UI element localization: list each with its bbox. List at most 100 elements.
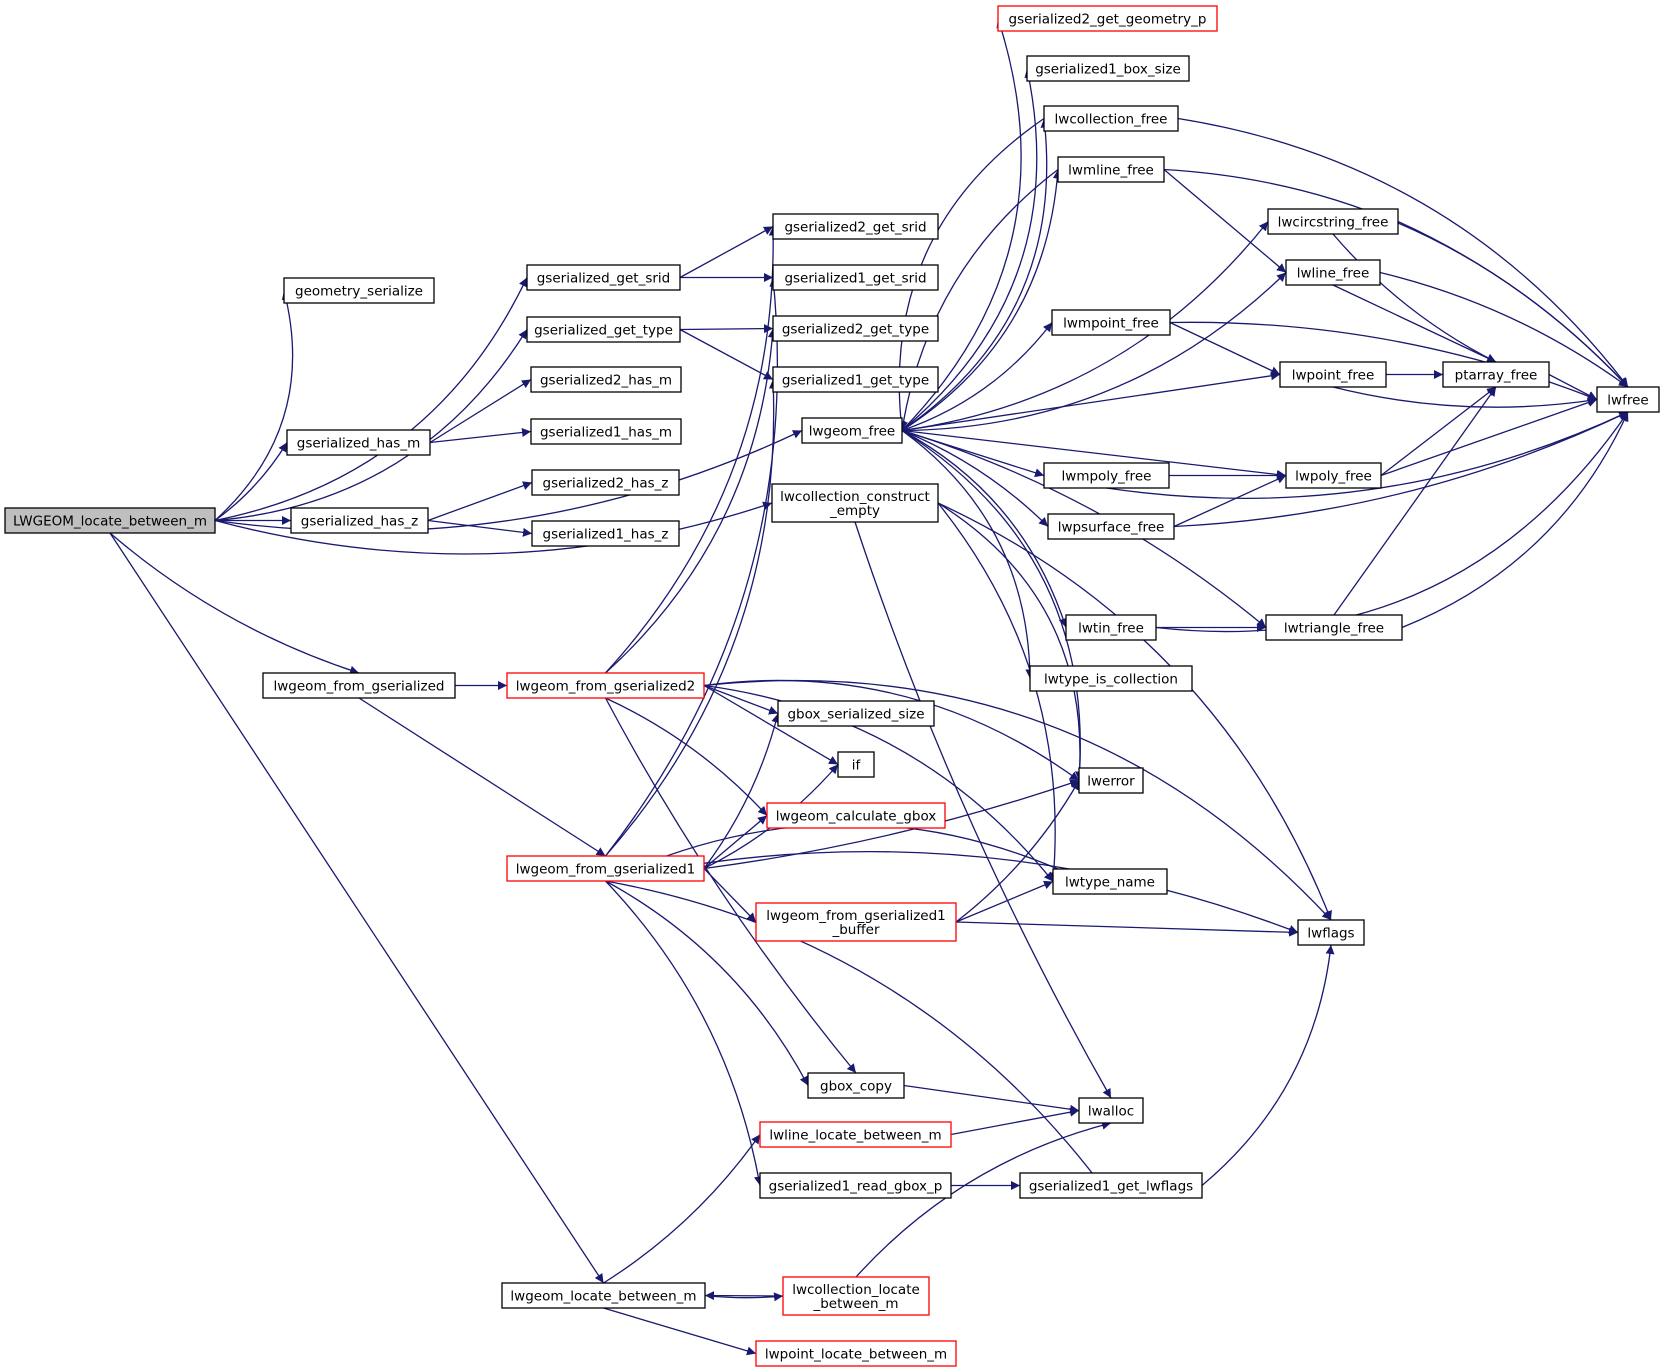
edge-lwgeom_from_gserialized1_buffer-to-lwtype_name <box>955 880 1054 923</box>
node-gserialized-get-srid[interactable]: gserialized_get_srid <box>526 264 681 291</box>
node-box <box>262 672 456 699</box>
edge-lwgeom_free-to-gserialized2_get_geometry_p <box>901 18 1022 431</box>
node-lwcircstring-free[interactable]: lwcircstring_free <box>1267 208 1399 235</box>
node-gserialized1-has-m[interactable]: gserialized1_has_m <box>530 418 682 445</box>
node-lwcollection-construct-empty[interactable]: lwcollection_construct_empty <box>771 483 939 523</box>
node-lwpoint-free[interactable]: lwpoint_free <box>1279 361 1387 388</box>
node-geometry-serialize[interactable]: geometry_serialize <box>283 277 435 304</box>
edge-lwmline_free-to-lwfree <box>1163 168 1629 388</box>
edge-lwgeom_from_gserialized-to-lwgeom_from_gserialized1 <box>358 697 606 857</box>
edge-lwpsurface_free-to-lwfree <box>1173 411 1629 528</box>
edge-lwgeom_free-to-lwerror <box>901 429 1085 781</box>
node-lwalloc[interactable]: lwalloc <box>1078 1097 1144 1124</box>
node-label: lwgeom_from_gserialized <box>274 679 445 695</box>
node-box <box>1285 462 1382 489</box>
edge-lwpoly_free-to-ptarray_free <box>1380 386 1497 477</box>
node-gserialized2-has-z[interactable]: gserialized2_has_z <box>531 469 680 496</box>
node-ptarray-free[interactable]: ptarray_free <box>1442 361 1550 388</box>
node-gserialized1-get-type[interactable]: gserialized1_get_type <box>772 366 939 393</box>
edge-lwgeom_free-to-lwmpoint_free <box>901 322 1053 432</box>
node-label: lwfree <box>1607 393 1648 409</box>
node-label: lwgeom_from_gserialized1 <box>766 908 946 924</box>
node-gserialized1-has-z[interactable]: gserialized1_has_z <box>531 520 680 547</box>
node-lwgeom-from-gserialized1[interactable]: lwgeom_from_gserialized1 <box>506 855 705 882</box>
node-lwtin-free[interactable]: lwtin_free <box>1065 614 1157 641</box>
node-lwtype-name[interactable]: lwtype_name <box>1052 868 1168 895</box>
edge-lwgeom_from_gserialized2-to-gserialized2_get_srid <box>605 226 778 674</box>
edge-lwgeom_from_gserialized1-to-gbox_serialized_size <box>703 713 781 869</box>
node-box <box>1026 55 1190 82</box>
node-box <box>755 902 957 942</box>
node-box <box>1043 462 1170 489</box>
node-gserialized-has-m[interactable]: gserialized_has_m <box>286 429 431 456</box>
node-box <box>807 1072 905 1099</box>
node-gserialized1-get-lwflags[interactable]: gserialized1_get_lwflags <box>1019 1172 1203 1199</box>
node-gbox-serialized-size[interactable]: gbox_serialized_size <box>777 700 935 727</box>
edge-root-to-gserialized_get_srid <box>214 277 528 522</box>
node-if[interactable]: if <box>837 751 875 778</box>
node-lwflags[interactable]: lwflags <box>1297 919 1365 946</box>
node-lwcollection-free[interactable]: lwcollection_free <box>1043 105 1179 132</box>
node-lwgeom-from-gserialized2[interactable]: lwgeom_from_gserialized2 <box>506 672 705 699</box>
node-label: lwflags <box>1307 926 1354 942</box>
node-label: geometry_serialize <box>295 284 423 300</box>
edge-lwgeom_from_gserialized2-to-gserialized2_get_type <box>605 328 777 674</box>
node-lwgeom-calculate-gbox[interactable]: lwgeom_calculate_gbox <box>766 802 946 829</box>
node-label: lwpoint_locate_between_m <box>765 1347 947 1363</box>
node-lwerror[interactable]: lwerror <box>1078 767 1144 794</box>
node-lwtype-is-collection[interactable]: lwtype_is_collection <box>1029 665 1193 692</box>
node-gserialized-has-z[interactable]: gserialized_has_z <box>290 507 429 534</box>
node-box <box>1078 1097 1144 1124</box>
node-box <box>506 672 705 699</box>
node-gserialized2-has-m[interactable]: gserialized2_has_m <box>530 366 682 393</box>
node-gserialized2-get-geometry-p[interactable]: gserialized2_get_geometry_p <box>997 5 1218 32</box>
node-lwpoly-free[interactable]: lwpoly_free <box>1285 462 1382 489</box>
node-gserialized2-get-srid[interactable]: gserialized2_get_srid <box>772 213 939 240</box>
edge-lwgeom_free-to-lwpoly_free <box>901 429 1287 479</box>
node-lwfree[interactable]: lwfree <box>1596 386 1660 413</box>
node-lwtriangle-free[interactable]: lwtriangle_free <box>1265 614 1403 641</box>
node-label: lwpoint_free <box>1292 368 1375 384</box>
node-box <box>530 418 682 445</box>
node-label: lwmline_free <box>1068 163 1154 179</box>
edge-lwcollection_locate_between_m-to-lwgeom_locate_between_m <box>704 1291 784 1301</box>
node-box <box>1019 1172 1203 1199</box>
edge-lwline_free-to-ptarray_free <box>1332 284 1497 363</box>
node-box <box>1267 208 1399 235</box>
node-lwmline-free[interactable]: lwmline_free <box>1057 156 1165 183</box>
node-gbox-copy[interactable]: gbox_copy <box>807 1072 905 1099</box>
node-gserialized2-get-type[interactable]: gserialized2_get_type <box>772 315 939 342</box>
node-gserialized1-read-gbox-p[interactable]: gserialized1_read_gbox_p <box>759 1172 952 1199</box>
node-lwcollection-locate-between-m[interactable]: lwcollection_locate_between_m <box>782 1276 930 1316</box>
node-label: lwmpoly_free <box>1062 469 1152 485</box>
node-box <box>837 751 875 778</box>
node-gserialized1-get-srid[interactable]: gserialized1_get_srid <box>772 264 939 291</box>
node-label: gserialized1_has_z <box>543 527 669 543</box>
node-gserialized1-box-size[interactable]: gserialized1_box_size <box>1026 55 1190 82</box>
node-lwgeom-locate-between-m[interactable]: lwgeom_locate_between_m <box>501 1282 706 1309</box>
node-lwmpoint-free[interactable]: lwmpoint_free <box>1051 309 1171 336</box>
node-gserialized-get-type[interactable]: gserialized_get_type <box>526 316 681 343</box>
edge-lwline_free-to-lwfree <box>1379 271 1629 388</box>
edge-root-to-lwcollection_construct_empty <box>214 501 773 555</box>
edge-lwmpoly_free-to-lwfree <box>1106 411 1629 499</box>
node-lwline-locate-between-m[interactable]: lwline_locate_between_m <box>759 1121 952 1148</box>
node-lwgeom-from-gserialized[interactable]: lwgeom_from_gserialized <box>262 672 456 699</box>
node-lwmpoly-free[interactable]: lwmpoly_free <box>1043 462 1170 489</box>
node-lwgeom-free[interactable]: lwgeom_free <box>801 417 903 444</box>
node-lwgeom-from-gserialized1-buffer[interactable]: lwgeom_from_gserialized1_buffer <box>755 902 957 942</box>
node-lwpoint-locate-between-m[interactable]: lwpoint_locate_between_m <box>755 1340 957 1367</box>
node-lwline-free[interactable]: lwline_free <box>1285 259 1381 286</box>
edge-lwgeom_free-to-lwpsurface_free <box>901 429 1049 527</box>
node-root[interactable]: LWGEOM_locate_between_m <box>4 507 216 534</box>
edge-lwcollection_construct_empty-to-lwtype_name <box>937 502 1059 882</box>
node-label: lwtype_name <box>1065 875 1155 891</box>
node-label: lwcollection_locate <box>792 1282 920 1298</box>
node-label: lwcollection_construct <box>780 489 930 505</box>
node-label: _empty <box>829 503 880 519</box>
node-lwpsurface-free[interactable]: lwpsurface_free <box>1047 513 1175 540</box>
node-label: gbox_copy <box>820 1079 892 1095</box>
node-box <box>1052 868 1168 895</box>
edge-lwgeom_locate_between_m-to-lwpoint_locate_between_m <box>603 1307 757 1356</box>
